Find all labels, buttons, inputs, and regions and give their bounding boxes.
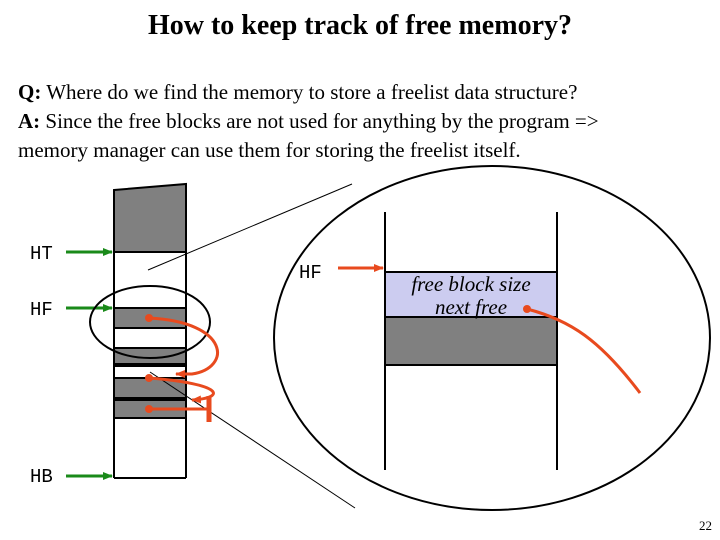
page-number: 22 <box>699 518 712 533</box>
hb-label: HB <box>30 466 53 488</box>
question-line: Q: Where do we find the memory to store … <box>18 78 708 107</box>
heap-top-used-block <box>113 182 187 253</box>
zoom-magnified-circle <box>273 165 711 511</box>
zoom-source-ellipse <box>89 285 211 359</box>
answer-line-1: A: Since the free blocks are not used fo… <box>18 107 708 136</box>
ht-label: HT <box>30 243 53 265</box>
field-free-block-size: free block size <box>411 272 531 296</box>
zoom-guide-bottom <box>149 371 356 509</box>
next-used-block <box>384 316 558 366</box>
zoom-hf-label: HF <box>299 262 322 284</box>
next-free-pointer <box>526 307 642 394</box>
answer-line-2: memory manager can use them for storing … <box>18 138 521 162</box>
field-next-free: next free <box>434 295 508 319</box>
freelist-pointers <box>145 264 642 422</box>
freelist-link-1 <box>148 316 219 378</box>
heap-used-block-2 <box>113 347 187 365</box>
question-text: Where do we find the memory to store a f… <box>41 80 578 104</box>
answer-text-1: Since the free blocks are not used for a… <box>40 109 599 133</box>
zoom-guide-top <box>147 183 353 271</box>
slide-body: Q: Where do we find the memory to store … <box>18 78 708 165</box>
freelist-link-2 <box>148 376 215 404</box>
answer-label: A: <box>18 109 41 133</box>
magnified-block <box>384 212 558 470</box>
hf-label: HF <box>30 299 53 321</box>
question-label: Q: <box>18 80 42 104</box>
heap-column <box>113 182 187 479</box>
slide-title: How to keep track of free memory? <box>147 10 572 41</box>
